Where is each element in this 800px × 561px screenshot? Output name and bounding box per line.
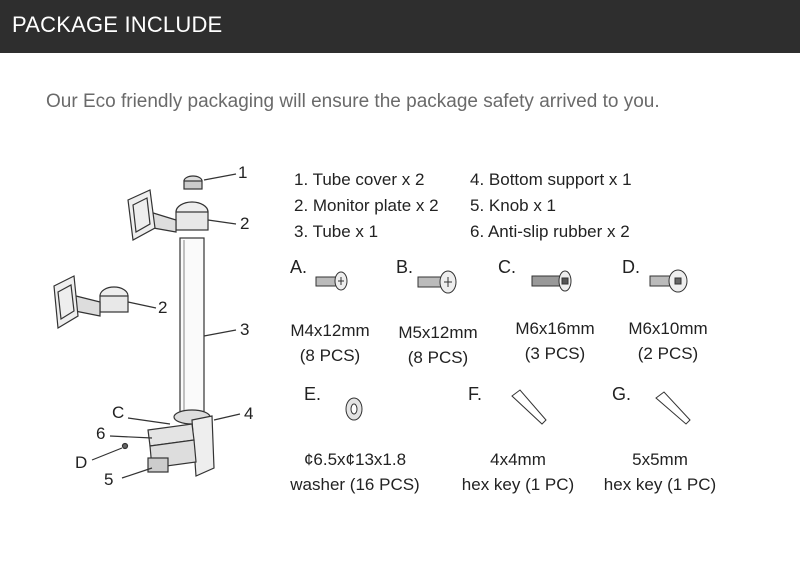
screw-a-icon (315, 271, 348, 291)
parts-item: 5. Knob x 1 (470, 196, 557, 215)
hardware-letter-e: E. (304, 384, 322, 404)
callout-2-lower: 2 (158, 298, 168, 317)
hardware-caption-c: M6x16mm (3 PCS) (505, 316, 605, 366)
hardware-caption-e: ¢6.5x¢13x1.8 washer (16 PCS) (270, 447, 440, 497)
hardware-qty: (2 PCS) (637, 344, 699, 363)
parts-item: 2. Monitor plate x 2 (294, 196, 439, 215)
hardware-qty: hex key (1 PC) (603, 475, 717, 494)
hardware-letter-a: A. (290, 257, 308, 277)
parts-item: 6. Anti-slip rubber x 2 (470, 222, 630, 241)
hardware-caption-a: M4x12mm (8 PCS) (280, 318, 380, 368)
callout-2-upper: 2 (240, 214, 250, 233)
hardware-size: ¢6.5x¢13x1.8 (303, 450, 407, 469)
hardware-letter-b: B. (396, 257, 414, 277)
hardware-qty: washer (16 PCS) (290, 475, 420, 494)
parts-item: 4. Bottom support x 1 (470, 170, 632, 189)
header-title: PACKAGE INCLUDE (12, 12, 223, 37)
hardware-letter-g: G. (612, 384, 632, 404)
hex-key-f-icon (511, 389, 547, 425)
callout-5: 5 (104, 470, 114, 489)
screw-c-icon (531, 270, 572, 292)
callout-3: 3 (240, 320, 250, 339)
hardware-size: 5x5mm (632, 450, 688, 469)
hardware-qty: (8 PCS) (407, 348, 469, 367)
callout-6: 6 (96, 424, 106, 443)
hardware-size: M6x10mm (628, 319, 708, 338)
monitor-plate-upper-drawing (127, 189, 156, 241)
parts-item: 3. Tube x 1 (294, 222, 379, 241)
hardware-size: M6x16mm (515, 319, 595, 338)
hardware-letter-f: F. (468, 384, 483, 404)
hardware-letter-d: D. (622, 257, 640, 277)
hardware-caption-f: 4x4mm hex key (1 PC) (448, 447, 588, 497)
hardware-size: 4x4mm (490, 450, 546, 469)
hardware-caption-g: 5x5mm hex key (1 PC) (590, 447, 730, 497)
screw-d-icon (649, 269, 688, 293)
subtitle: Our Eco friendly packaging will ensure t… (46, 91, 660, 112)
washer-icon (345, 397, 363, 421)
hardware-qty: (8 PCS) (299, 346, 361, 365)
screw-b-icon (417, 270, 457, 294)
header-bar: PACKAGE INCLUDE (0, 0, 800, 53)
callout-d: D (75, 453, 88, 472)
parts-list-col1: 1. Tube cover x 2 2. Monitor plate x 2 3… (294, 167, 439, 245)
hardware-letter-c: C. (498, 257, 516, 277)
hardware-caption-d: M6x10mm (2 PCS) (618, 316, 718, 366)
callout-c: C (112, 403, 125, 422)
hardware-qty: (3 PCS) (524, 344, 586, 363)
hardware-caption-b: M5x12mm (8 PCS) (388, 320, 488, 370)
callout-1: 1 (238, 163, 248, 182)
hardware-size: M5x12mm (398, 323, 478, 342)
hardware-qty: hex key (1 PC) (461, 475, 575, 494)
hardware-size: M4x12mm (290, 321, 370, 340)
parts-list-col2: 4. Bottom support x 1 5. Knob x 1 6. Ant… (470, 167, 632, 245)
hex-key-g-icon (655, 391, 691, 425)
parts-item: 1. Tube cover x 2 (294, 170, 425, 189)
callout-4: 4 (244, 404, 254, 423)
